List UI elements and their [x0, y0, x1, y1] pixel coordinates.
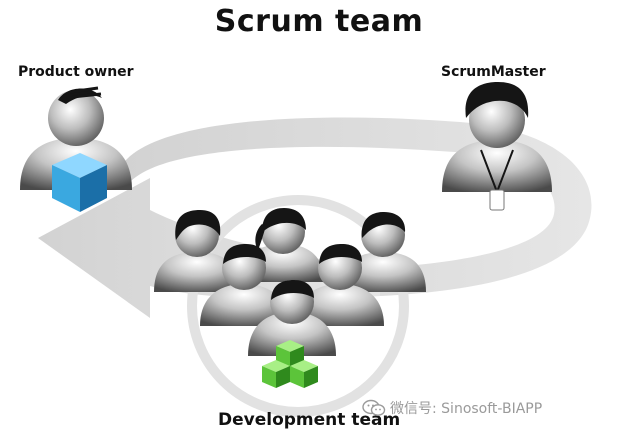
- dev-member-4: [200, 244, 288, 326]
- dev-member-6: [248, 280, 336, 356]
- watermark-text: 微信号: Sinosoft-BIAPP: [390, 401, 543, 417]
- product-owner-label: Product owner: [18, 64, 134, 80]
- scrum-master-figure: [442, 82, 552, 211]
- dev-team-ring: [187, 195, 409, 417]
- dev-member-3: [340, 212, 426, 292]
- dev-member-1: [154, 210, 240, 292]
- blue-cube-icon: [52, 153, 107, 212]
- scrum-master-label: ScrumMaster: [441, 64, 546, 80]
- diagram-title: Scrum team: [214, 4, 424, 39]
- dev-member-5: [296, 244, 384, 326]
- wechat-icon: [362, 399, 386, 416]
- green-cubes-icon: [262, 340, 318, 388]
- watermark: 微信号: Sinosoft-BIAPP: [362, 398, 542, 418]
- development-team-label: Development team: [218, 410, 401, 430]
